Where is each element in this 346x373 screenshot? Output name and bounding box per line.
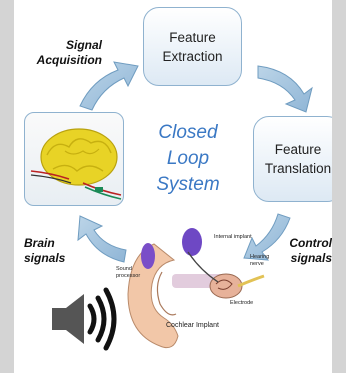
brain-model-icon xyxy=(25,113,124,206)
label-signal-acquisition: Signal Acquisition xyxy=(22,38,102,68)
node-feature-extraction: Feature Extraction xyxy=(143,7,242,86)
node-feature-extraction-label: Feature Extraction xyxy=(162,28,222,66)
label-hearing-nerve: Hearing nerve xyxy=(250,254,269,268)
label-internal-implant: Internal implant xyxy=(214,234,252,240)
label-cochlear-implant: Cochlear Implant xyxy=(166,322,219,329)
node-feature-translation: Feature Translation xyxy=(253,116,332,202)
diagram-frame: Feature Extraction Feature Translation C… xyxy=(14,0,332,373)
label-electrode: Electrode xyxy=(230,300,253,306)
label-brain-signals: Brain signals xyxy=(24,236,70,266)
speaker-icon xyxy=(44,282,124,362)
label-control-signals: Control signals xyxy=(280,236,332,266)
cochlear-implant-illustration: Internal implant Hearing nerve Sound pro… xyxy=(114,214,274,364)
node-feature-translation-label: Feature Translation xyxy=(265,140,331,178)
brain-model-photo xyxy=(24,112,124,206)
label-sound-processor: Sound processor xyxy=(116,266,140,280)
center-title: Closed Loop System xyxy=(140,120,236,198)
